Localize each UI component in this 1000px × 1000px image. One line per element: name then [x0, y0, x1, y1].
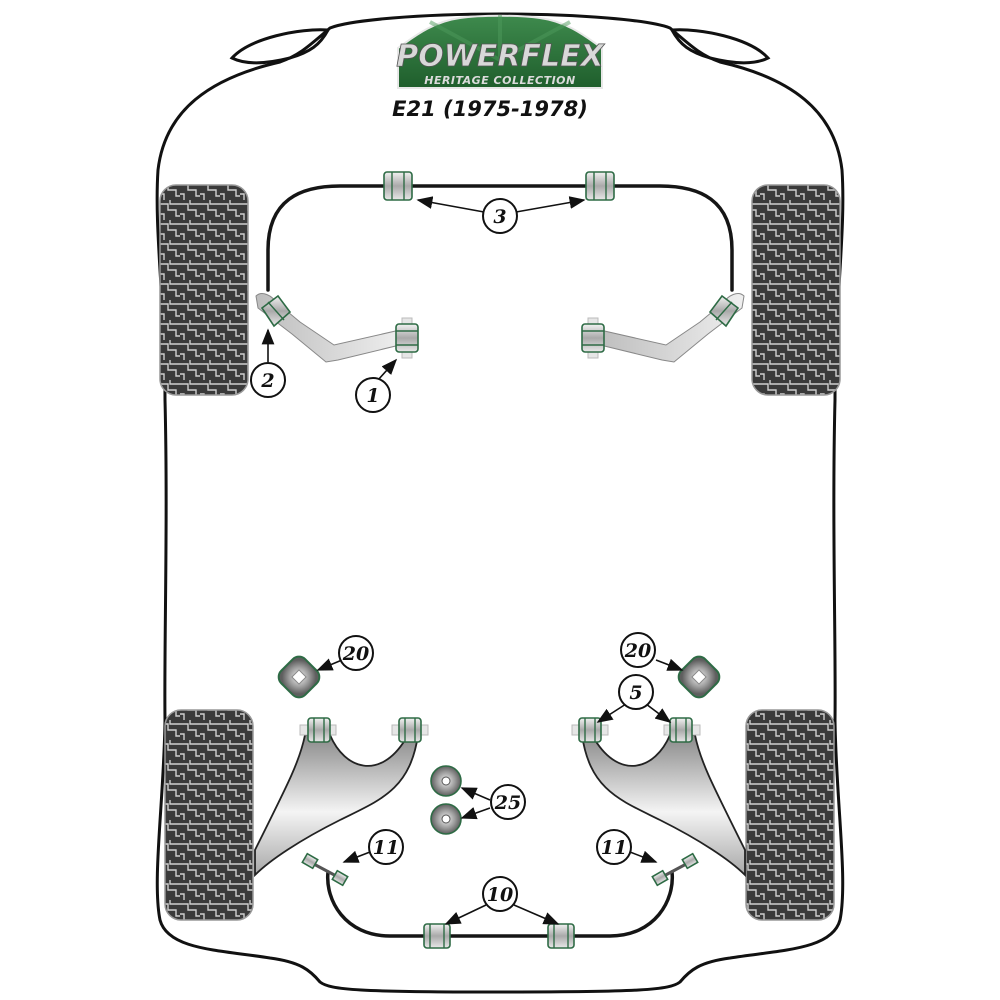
- front-arm-inner-bush-left: [395, 317, 419, 359]
- right-mirror: [669, 28, 771, 65]
- callout-3: 3: [482, 198, 518, 234]
- rear-arm-bush-right-outer: [663, 717, 701, 743]
- tyre-front-right: [751, 184, 841, 396]
- callout-5: 5: [618, 674, 654, 710]
- front-antiroll-bar: [266, 184, 734, 292]
- callout-3-label: 3: [493, 206, 506, 228]
- tyre-rear-left: [164, 709, 254, 921]
- callout-arrows: [261, 196, 684, 925]
- model-title: E21 (1975-1978): [392, 97, 588, 121]
- callout-11-right: 11: [596, 829, 632, 865]
- callout-2: 2: [250, 362, 286, 398]
- callout-20-right-label: 20: [624, 640, 651, 662]
- callout-11-left-label: 11: [373, 837, 399, 859]
- front-arm-outer-bush-right: [708, 294, 740, 328]
- callout-25-label: 25: [494, 792, 521, 814]
- rear-antiroll-bush-left: [423, 923, 451, 949]
- tyre-front-left: [159, 184, 249, 396]
- logo-brand-text: POWERFLEX: [396, 39, 605, 74]
- callout-20-left-label: 20: [342, 643, 369, 665]
- callout-1-label: 1: [366, 385, 379, 407]
- diff-mount-washer-top: [430, 765, 462, 797]
- callout-1: 1: [355, 377, 391, 413]
- rear-antiroll-link-right: [651, 852, 699, 887]
- callout-10-label: 10: [487, 884, 513, 906]
- front-antiroll-bush-left: [383, 171, 413, 201]
- callout-20-left: 20: [338, 635, 374, 671]
- tyre-rear-right: [745, 709, 835, 921]
- rear-antiroll-bush-right: [547, 923, 575, 949]
- front-arm-inner-bush-right: [581, 317, 605, 359]
- diff-mount-right: [677, 655, 721, 699]
- rear-antiroll-bar: [326, 870, 674, 938]
- callout-20-right: 20: [620, 632, 656, 668]
- callout-25: 25: [490, 784, 526, 820]
- callout-11-right-label: 11: [601, 837, 627, 859]
- rear-antiroll-link-left: [301, 852, 349, 887]
- front-antiroll-bush-right: [585, 171, 615, 201]
- callout-10: 10: [482, 876, 518, 912]
- callout-11-left: 11: [368, 829, 404, 865]
- diff-mount-washer-bottom: [430, 803, 462, 835]
- callout-2-label: 2: [260, 370, 274, 392]
- rear-arm-bush-right-inner: [571, 717, 609, 743]
- rear-arm-bush-left-inner: [391, 717, 429, 743]
- callout-5-label: 5: [629, 682, 642, 704]
- car-body-outline: [155, 12, 845, 994]
- rear-arm-bush-left-outer: [299, 717, 337, 743]
- left-mirror: [229, 28, 331, 65]
- powerflex-logo: POWERFLEX HERITAGE COLLECTION: [396, 14, 606, 89]
- logo-subtitle-text: HERITAGE COLLECTION: [424, 74, 576, 87]
- front-arm-outer-bush-left: [260, 294, 292, 328]
- diff-mount-left: [277, 655, 321, 699]
